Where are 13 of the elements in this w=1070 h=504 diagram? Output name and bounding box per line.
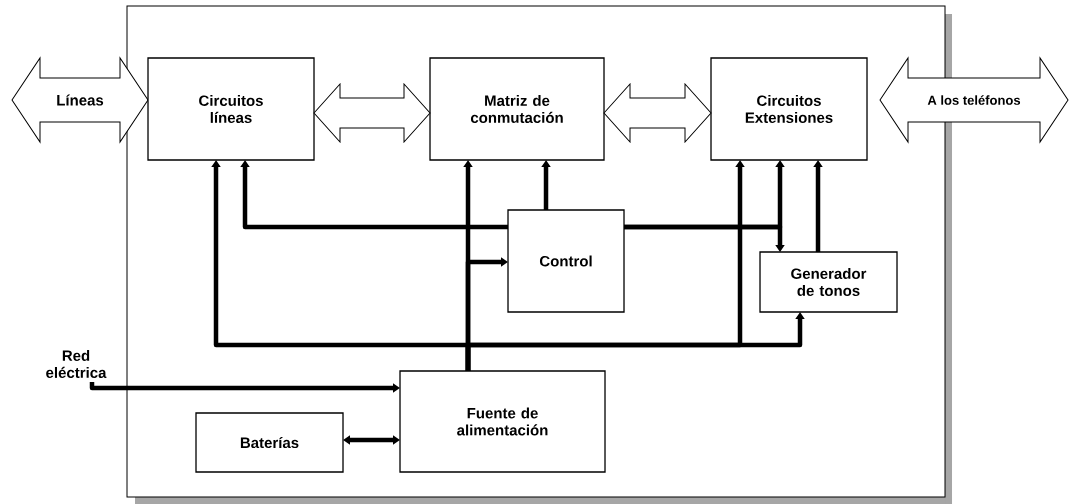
- arrow: [624, 224, 785, 252]
- arrow: [240, 160, 508, 230]
- input-label: Red eléctrica: [46, 350, 107, 378]
- process-box: Baterías: [195, 412, 344, 473]
- double-arrow: [313, 83, 431, 143]
- process-box: Fuente de alimentación: [399, 370, 606, 473]
- process-box: Circuitos líneas: [147, 57, 315, 161]
- process-box: Circuitos Extensiones: [710, 57, 868, 161]
- process-box: Generador de tonos: [759, 251, 898, 313]
- process-box: Control: [507, 209, 625, 313]
- arrow: [343, 435, 400, 445]
- double-arrow: [603, 83, 712, 143]
- process-box: Matriz de conmutación: [429, 57, 605, 161]
